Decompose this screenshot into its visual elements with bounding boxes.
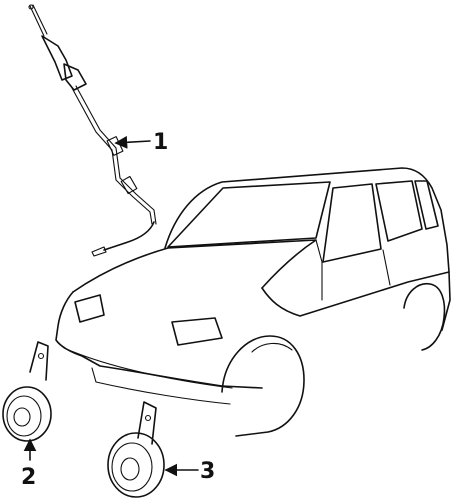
vehicle-rear-wheel [403,283,446,351]
callout-1-leader [114,135,151,149]
vehicle-quarter-window [414,180,439,230]
antenna-cable-end [103,221,155,251]
vehicle-front-body [55,291,263,389]
horn-right-center [120,457,140,481]
vehicle-door-line-rear [382,249,391,286]
vehicle-bumper-lower [91,367,231,405]
horn-right-bracket-hole [144,414,152,422]
vehicle-bumper [63,347,233,389]
horn-right-body [107,432,165,498]
antenna-cable-clamp [106,136,124,156]
antenna-cable-a [71,87,153,225]
callout-2: 2 [21,438,37,490]
vehicle-windshield [167,181,331,248]
horn-left-bracket-hole [37,352,45,360]
vehicle-headlight-left [74,294,105,323]
antenna-tip [28,4,34,10]
horn-left [2,341,52,442]
vehicle-door-line [315,239,323,301]
vehicle-outline [55,167,451,437]
vehicle-headlight-right [171,317,223,346]
vehicle-front-wheel-arch [251,342,293,353]
horn-right-ring [111,442,153,492]
vehicle-roof [164,167,450,273]
vehicle-side-window-rear [375,180,423,242]
vehicle-side-window-front [322,183,382,263]
callout-1: 1 [114,130,168,155]
antenna-assembly [28,4,157,257]
antenna-cable-b [75,85,157,225]
antenna-mast-top [29,5,45,37]
horn-left-ring [6,395,42,437]
vehicle-hood [72,239,317,293]
vehicle-front-wheel [221,335,305,437]
vehicle-side-body [261,271,451,331]
horn-left-bracket [29,341,49,381]
horn-right-bracket [137,401,157,445]
callout-1-number: 1 [153,130,168,155]
callout-2-number: 2 [21,465,36,490]
antenna-mount [63,63,87,91]
callout-3-number: 3 [200,459,215,484]
antenna-base [41,35,73,81]
horn-left-center [13,407,31,427]
antenna-plug [91,246,107,257]
antenna-cable-grommet [120,175,138,195]
callout-3: 3 [164,459,215,484]
antenna-mast-top-2 [32,4,48,35]
horn-right [107,401,165,498]
horn-left-body [2,386,52,442]
